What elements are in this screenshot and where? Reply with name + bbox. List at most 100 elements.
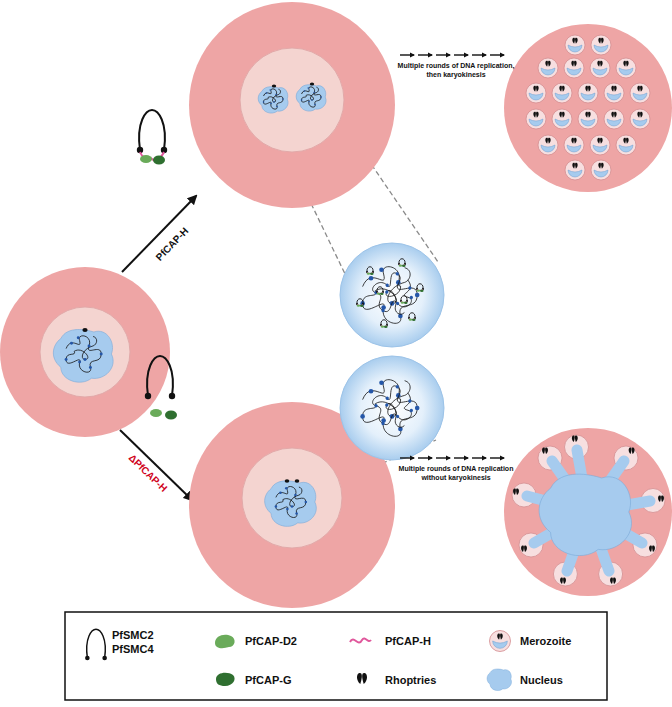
small-arrow	[454, 54, 468, 55]
merozoite	[604, 109, 624, 129]
merozoite	[565, 35, 585, 55]
merozoite-buds	[512, 435, 665, 586]
small-arrow	[490, 457, 504, 458]
rhoptry	[610, 577, 616, 584]
merozoite	[538, 58, 558, 78]
transition-arrow	[122, 196, 196, 272]
rhoptry	[542, 447, 548, 454]
chromatin	[365, 265, 421, 322]
nucleus	[265, 481, 317, 527]
parasite-vacuole	[242, 448, 342, 548]
nucleus	[258, 87, 288, 113]
progression-arrows	[400, 55, 504, 458]
chromatin	[301, 87, 322, 107]
centriolar-plaque	[285, 479, 290, 482]
small-arrow	[436, 457, 450, 458]
merozoite	[538, 135, 558, 155]
small-arrow	[400, 54, 414, 55]
condensin-disrupted	[145, 356, 177, 420]
process-note: Multiple rounds of DNA replication witho…	[396, 465, 516, 483]
nucleus	[539, 474, 631, 555]
nucleus	[296, 85, 326, 111]
legend-swatch	[487, 669, 511, 691]
merozoite	[604, 83, 624, 103]
red-blood-cell	[504, 428, 672, 596]
small-arrow	[418, 457, 432, 458]
condensin-complex	[356, 299, 364, 307]
merozoite	[552, 109, 572, 129]
legend-swatch	[215, 635, 235, 649]
hawk-subunit	[165, 411, 177, 420]
hawk-subunit	[153, 156, 165, 165]
small-arrow	[436, 54, 450, 55]
condensin-complex	[400, 296, 408, 304]
merozoite-group	[526, 35, 650, 180]
hawk-subunit	[150, 409, 162, 417]
merozoite	[552, 83, 572, 103]
small-arrow	[418, 54, 432, 55]
chromatin	[360, 267, 419, 324]
legend-text: Nucleus	[520, 673, 563, 687]
rhoptry	[521, 545, 527, 552]
smc-dimer	[145, 356, 175, 399]
chromatin	[65, 336, 103, 372]
legend-text: Rhoptries	[385, 673, 436, 687]
legend-text: PfSMC2 PfSMC4	[112, 628, 162, 656]
merozoite	[590, 135, 610, 155]
merozoite	[616, 58, 636, 78]
merozoite	[564, 135, 584, 155]
merozoite	[630, 109, 650, 129]
merozoite	[578, 109, 598, 129]
legend-text: PfCAP-G	[245, 673, 291, 687]
merozoite-sample	[490, 631, 511, 652]
red-blood-cell	[504, 24, 672, 192]
chromatin-zoom	[340, 243, 444, 347]
rhoptry	[649, 545, 655, 552]
legend-text: Merozoite	[520, 634, 571, 648]
small-arrow	[454, 457, 468, 458]
merozoite	[578, 83, 598, 103]
legend-text: PfCAP-D2	[245, 634, 297, 648]
red-blood-cell	[189, 2, 395, 208]
centriolar-plaque	[295, 479, 300, 482]
hawk-subunit	[140, 155, 152, 163]
condensin-complex	[416, 284, 424, 292]
transition-arrow	[120, 430, 192, 500]
rhoptry	[513, 488, 519, 495]
nucleus	[53, 329, 113, 382]
condensin-complex	[398, 259, 406, 267]
small-arrow	[400, 457, 414, 458]
merozoite	[616, 135, 636, 155]
small-arrow	[472, 457, 486, 458]
rhoptry	[572, 435, 578, 442]
centriolar-plaque	[272, 84, 276, 87]
condensin-complex	[408, 313, 416, 321]
nuclear-lobes	[527, 450, 650, 571]
condensin-complex	[366, 267, 374, 275]
chromatin	[365, 378, 421, 435]
merozoite	[526, 83, 546, 103]
merozoite	[591, 160, 611, 180]
process-note: Multiple rounds of DNA replication, then…	[396, 62, 516, 80]
red-blood-cell	[0, 267, 170, 437]
condensin-complex	[376, 287, 384, 295]
parasite-vacuole	[240, 48, 344, 152]
merozoite	[591, 35, 611, 55]
chromatin	[360, 380, 419, 437]
chromatin	[275, 486, 307, 517]
rhoptry-group	[513, 435, 664, 584]
rhoptry	[629, 447, 635, 454]
condensin-label: PfCAP-H	[154, 225, 191, 263]
legend-swatches	[215, 635, 512, 691]
condensin-complex	[137, 110, 167, 165]
smc-dimer	[137, 110, 167, 153]
legend-swatch	[216, 673, 235, 686]
condensin-complex	[380, 320, 388, 328]
rhoptry-sample	[357, 673, 367, 684]
small-arrow	[472, 54, 486, 55]
centriolar-plaque	[82, 328, 87, 332]
rhoptry	[658, 495, 664, 502]
legend-box	[65, 612, 607, 700]
